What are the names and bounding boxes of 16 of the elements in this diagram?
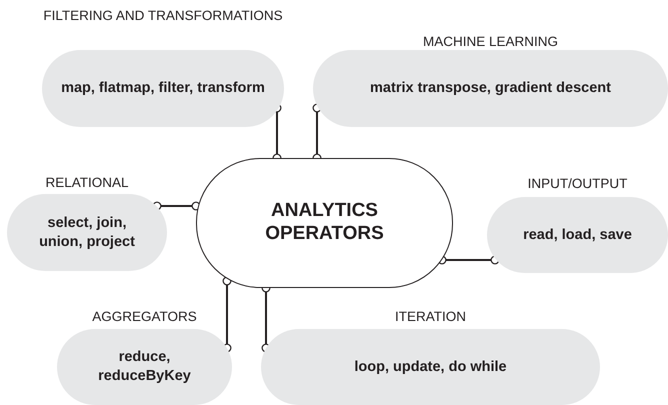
connector bbox=[152, 202, 200, 210]
connector bbox=[438, 256, 500, 264]
category-heading: MACHINE LEARNING bbox=[422, 34, 560, 51]
central-label: ANALYTICS OPERATORS bbox=[264, 200, 385, 246]
operator-list: read, load, save bbox=[505, 226, 650, 244]
category-heading: AGGREGATORS bbox=[91, 309, 198, 326]
operator-list: select, join, union, project bbox=[7, 214, 167, 252]
category-heading: RELATIONAL bbox=[44, 175, 130, 192]
category-heading: INPUT/OUTPUT bbox=[526, 176, 628, 193]
connector bbox=[222, 276, 232, 352]
category-heading: ITERATION bbox=[394, 309, 467, 326]
operator-list: matrix transpose, gradient descent bbox=[352, 79, 629, 98]
operator-list: loop, update, do while bbox=[336, 358, 525, 376]
operator-list: map, flatmap, filter, transform bbox=[43, 79, 283, 98]
operator-list: reduce, reduceByKey bbox=[57, 348, 232, 386]
category-heading: FILTERING AND TRANSFORMATIONS bbox=[42, 8, 284, 25]
